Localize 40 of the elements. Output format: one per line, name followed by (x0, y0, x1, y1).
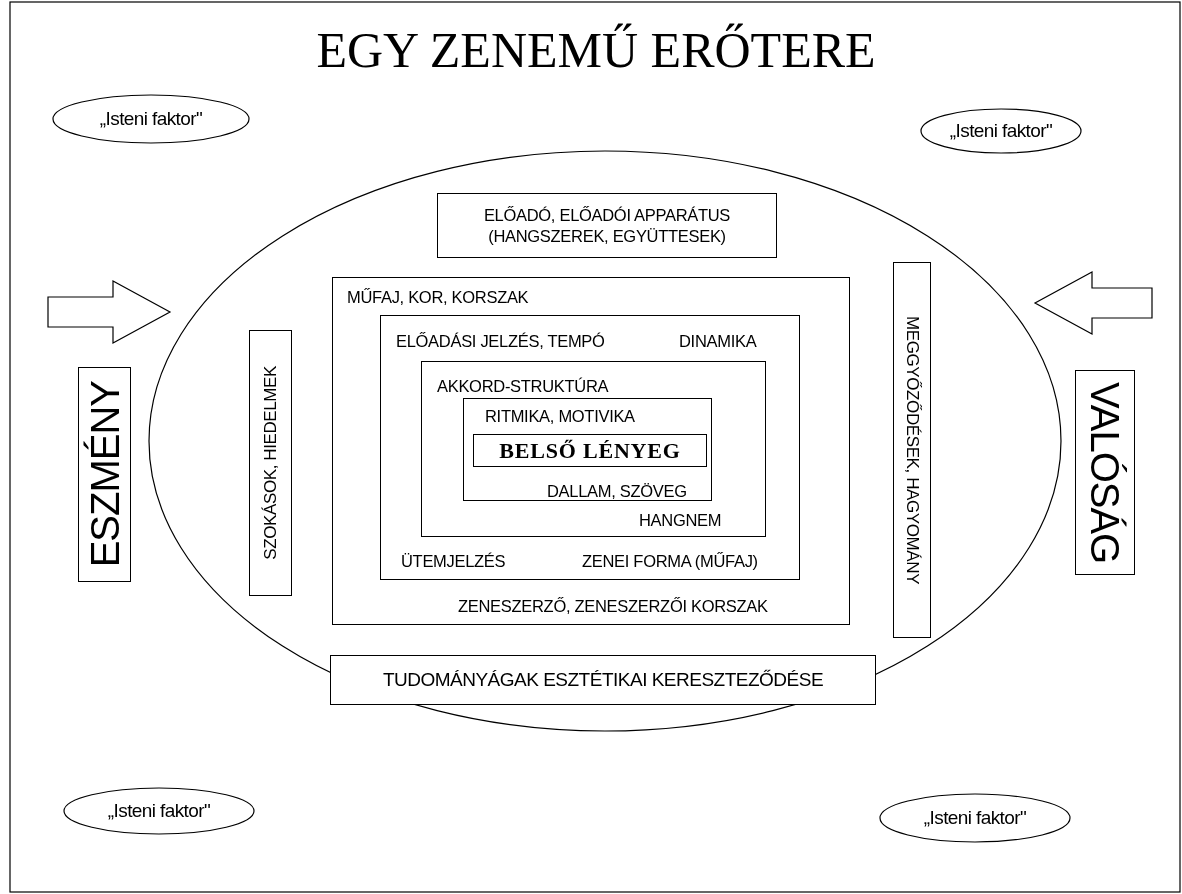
box-label: ESZMÉNY (82, 381, 127, 568)
oval-node (879, 793, 1071, 843)
box-label: „Isteni faktor" (949, 120, 1053, 142)
block-arrow (1033, 271, 1153, 335)
nested-box (463, 398, 712, 501)
oval-node (63, 787, 255, 835)
core-box (473, 434, 707, 467)
nested-box (437, 193, 777, 258)
label-box (1075, 370, 1135, 575)
box-label: „Isteni faktor" (923, 807, 1027, 829)
box-label: BELSŐ LÉNYEG (499, 437, 681, 464)
box-label: TUDOMÁNYÁGAK ESZTÉTIKAI KERESZTEZŐDÉSE (382, 669, 824, 691)
box-label: „Isteni faktor" (107, 800, 211, 822)
box-label: SZOKÁSOK, HIEDELMEK (260, 366, 281, 560)
oval-node (52, 94, 250, 144)
label-box (893, 262, 931, 638)
nested-box (380, 315, 800, 580)
outer-ellipse (148, 150, 1062, 732)
label-box (249, 330, 292, 596)
box-label: HANGNEM (639, 511, 722, 529)
label-box (330, 655, 876, 705)
nested-box (332, 277, 850, 625)
box-label: ELŐADÓ, ELŐADÓI APPARÁTUS (HANGSZEREK, EGYÜTTESEK) (482, 204, 732, 247)
box-label: MŰFAJ, KOR, KORSZAK (347, 288, 529, 306)
box-label: ÜTEMJELZÉS (401, 552, 506, 570)
box-label: ZENESZERZŐ, ZENESZERZŐI KORSZAK (458, 597, 768, 615)
label-box (78, 367, 131, 582)
box-label: AKKORD-STRUKTÚRA (437, 377, 609, 395)
diagram-title: EGY ZENEMŰ ERŐTERE (316, 21, 876, 80)
nested-box (421, 361, 766, 537)
box-label: MEGGYŐZŐDÉSEK, HAGYOMÁNY (902, 315, 922, 585)
box-label: DALLAM, SZÖVEG (547, 482, 687, 500)
box-label: ZENEI FORMA (MŰFAJ) (582, 552, 758, 570)
box-label: DINAMIKA (679, 332, 757, 350)
oval-node (920, 108, 1082, 154)
box-label: „Isteni faktor" (99, 108, 203, 130)
block-arrow (47, 280, 172, 344)
box-label: VALÓSÁG (1083, 381, 1127, 564)
box-label: ELŐADÁSI JELZÉS, TEMPÓ (396, 332, 605, 350)
box-label: RITMIKA, MOTIVIKA (485, 407, 635, 425)
